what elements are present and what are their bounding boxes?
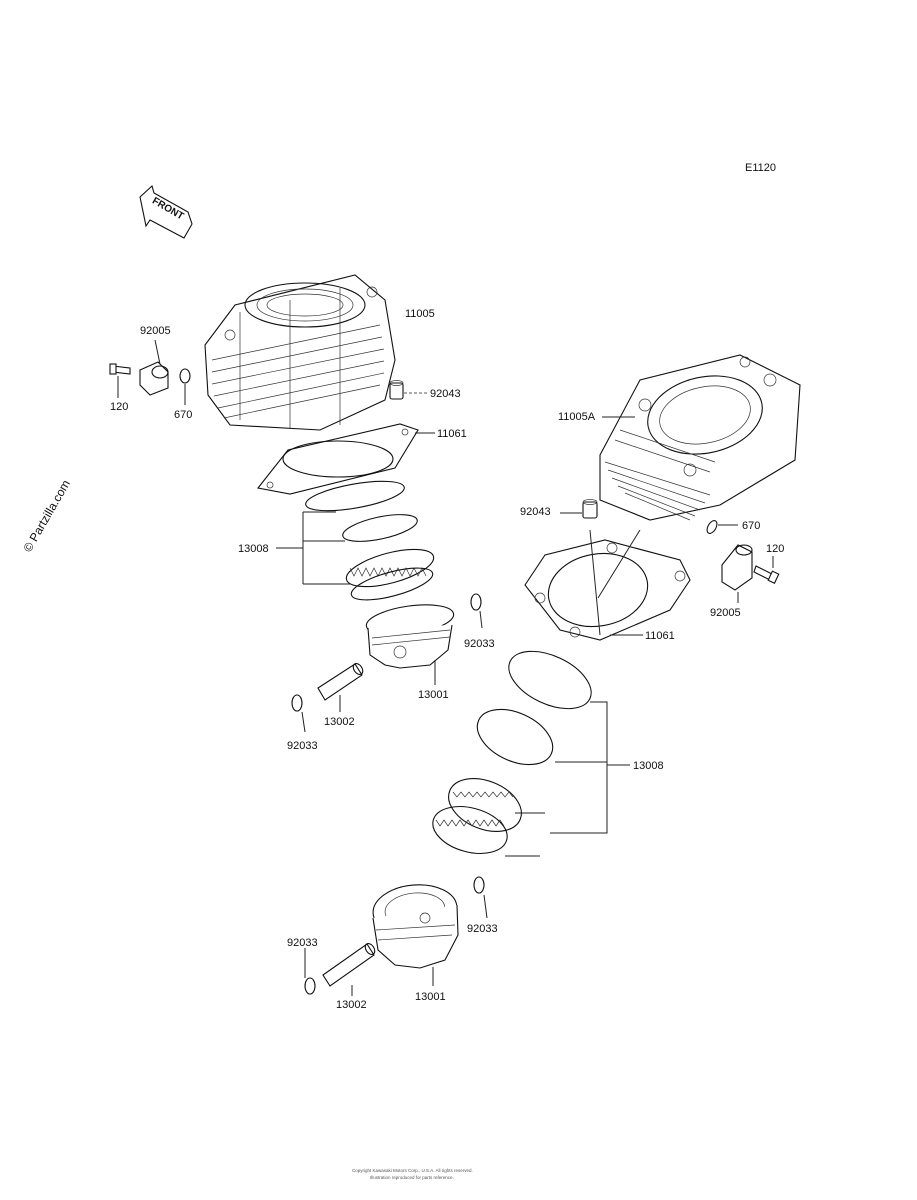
label-fitting-rear: 92005 xyxy=(710,607,741,619)
footer-line-2: Illustration reproduced for parts refere… xyxy=(370,1175,454,1180)
rear-clip-right xyxy=(473,876,485,894)
label-fitting-front: 92005 xyxy=(140,325,171,337)
label-pin-front: 13002 xyxy=(324,716,355,728)
rear-cylinder xyxy=(599,354,801,521)
label-clip-front-l: 92033 xyxy=(287,740,318,752)
footer-line-1: Copyright Kawasaki Motors Corp., U.S.A. … xyxy=(352,1168,473,1173)
front-clip-left xyxy=(291,694,303,712)
front-piston-rings xyxy=(305,480,435,601)
label-gasket-front: 11061 xyxy=(437,428,467,440)
rear-piston xyxy=(372,884,459,969)
label-clip-front-r: 92033 xyxy=(464,638,495,650)
label-cyl-front: 11005 xyxy=(405,308,435,320)
rear-piston-pin xyxy=(322,943,376,987)
front-fitting xyxy=(139,339,169,396)
label-rings-front: 13008 xyxy=(238,543,269,555)
label-bolt-rear: 120 xyxy=(766,543,784,555)
label-dowel-front: 92043 xyxy=(430,388,461,400)
front-clip-right xyxy=(470,593,482,611)
rear-oring xyxy=(706,520,718,534)
copyright-text: © Partzilla.com xyxy=(20,477,73,554)
label-piston-rear: 13001 xyxy=(415,991,446,1003)
front-bolt xyxy=(109,363,131,398)
label-cyl-rear: 11005A xyxy=(558,411,596,423)
label-oring-front: 670 xyxy=(174,409,192,421)
rear-piston-rings xyxy=(432,650,592,854)
front-dowel xyxy=(389,380,404,400)
front-piston xyxy=(365,604,455,669)
front-arrow-icon: FRONT xyxy=(139,184,193,239)
label-clip-rear-r: 92033 xyxy=(467,923,498,935)
label-bolt-front: 120 xyxy=(110,401,128,413)
label-rings-rear: 13008 xyxy=(633,760,664,772)
front-oring xyxy=(179,368,191,405)
label-piston-front: 13001 xyxy=(418,689,449,701)
rear-gasket xyxy=(524,539,691,641)
label-clip-rear-l: 92033 xyxy=(287,937,318,949)
label-gasket-rear: 11061 xyxy=(645,630,675,642)
rear-dowel xyxy=(582,499,598,519)
rear-fitting xyxy=(721,544,753,591)
front-cylinder xyxy=(204,274,396,431)
rear-bolt xyxy=(753,565,780,584)
diagram-code: E1120 xyxy=(745,162,776,174)
front-piston-pin xyxy=(317,663,364,701)
front-gasket xyxy=(257,423,419,495)
label-pin-rear: 13002 xyxy=(336,999,367,1011)
label-oring-rear: 670 xyxy=(742,520,760,532)
rear-clip-left xyxy=(304,977,316,995)
label-dowel-rear: 92043 xyxy=(520,506,551,518)
